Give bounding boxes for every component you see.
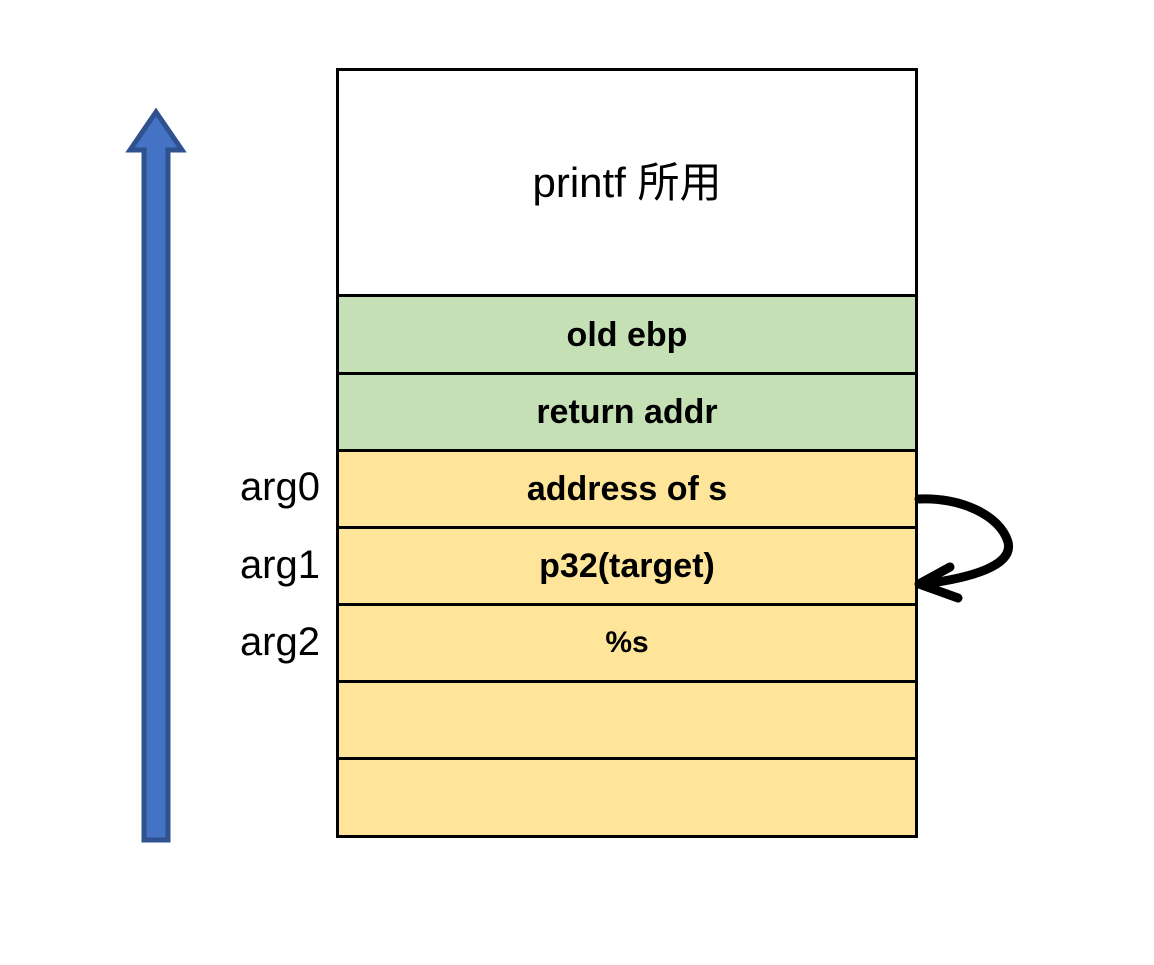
- arg-label-group: arg0 arg1 arg2: [190, 0, 320, 965]
- stack-cell-label: return addr: [536, 393, 718, 431]
- stack-cell-label: printf 所用: [532, 158, 722, 206]
- arg-label-arg2: arg2: [239, 620, 320, 664]
- stack-row-arg2: %s: [339, 606, 915, 683]
- stack-row-empty-1: [339, 683, 915, 760]
- stack-growth-arrow: [125, 108, 187, 843]
- stack-row-return-addr: return addr: [339, 375, 915, 452]
- arg-label-arg1: arg1: [239, 543, 320, 587]
- arg0-points-to-arg1-arrow: [914, 494, 1013, 603]
- stack-row-arg1: p32(target): [339, 529, 915, 606]
- stack-cell-label: address of s: [526, 470, 728, 508]
- stack-row-old-ebp: old ebp: [339, 297, 915, 375]
- stack-frame-table: printf 所用 old ebp return addr address of…: [336, 68, 918, 838]
- stack-row-printf-scratch: printf 所用: [339, 71, 915, 297]
- stack-row-empty-2: [339, 760, 915, 835]
- stack-row-arg0: address of s: [339, 452, 915, 529]
- stack-cell-label: old ebp: [566, 315, 688, 354]
- stack-cell-label: %s: [605, 626, 649, 659]
- stack-cell-label: p32(target): [539, 547, 715, 585]
- arg-label-arg0: arg0: [239, 465, 320, 509]
